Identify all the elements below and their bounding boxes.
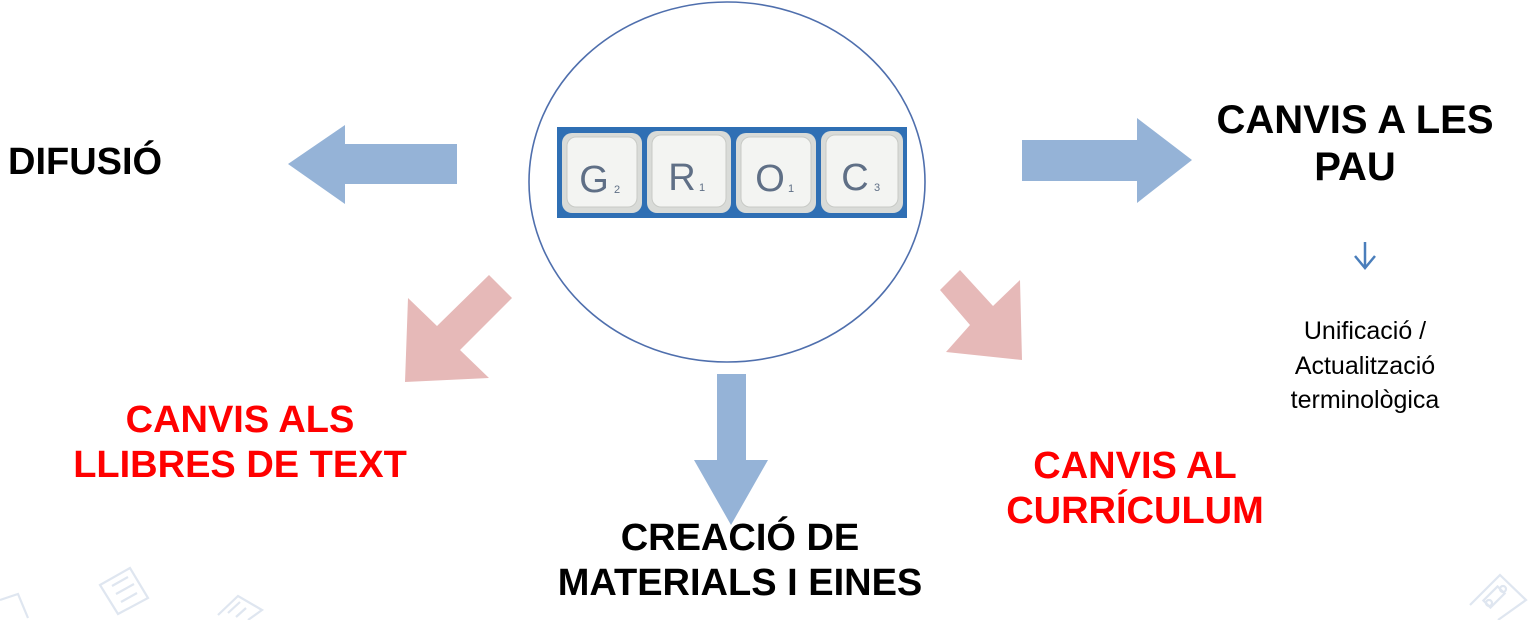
tile: [647, 131, 731, 213]
label-line: CANVIS ALS: [125, 399, 355, 441]
groc-tiles-image: G 2 R 1 O 1 C 3: [557, 127, 907, 218]
label-canvis-llibres: CANVIS ALS LLIBRES DE TEXT: [30, 398, 450, 488]
down-arrow-icon: [694, 374, 768, 525]
tile: [562, 133, 642, 213]
label-line: MATERIALS I EINES: [557, 561, 923, 604]
tile: [736, 133, 816, 213]
down-right-arrow-icon: [940, 270, 1022, 360]
left-arrow-icon: [288, 125, 457, 204]
label-creacio-materials: CREACIÓ DE MATERIALS I EINES: [520, 516, 960, 606]
tape-icon: [1469, 573, 1528, 620]
label-line: CREACIÓ DE: [620, 517, 860, 559]
label-line: DIFUSIÓ: [8, 141, 163, 183]
tile: [821, 131, 903, 213]
tile-subscript: 1: [699, 182, 705, 194]
tile-letter: O: [755, 158, 785, 200]
down-left-arrow-icon: [405, 275, 512, 382]
label-line: LLIBRES DE TEXT: [73, 443, 407, 486]
label-difusio: DIFUSIÓ: [8, 140, 218, 185]
right-arrow-icon: [1022, 118, 1192, 203]
label-line: Unificació /: [1303, 317, 1427, 345]
tile-subscript: 3: [874, 182, 880, 194]
label-line: CANVIS A LES: [1216, 98, 1494, 142]
label-line: CANVIS AL: [1033, 445, 1237, 487]
tile-subscript: 2: [614, 184, 620, 196]
small-down-arrow-icon: [1354, 242, 1376, 270]
tile-subscript: 1: [788, 183, 794, 195]
tile-letter: R: [668, 157, 695, 199]
label-line: Actualització: [1294, 351, 1436, 380]
book-icon: [217, 594, 265, 620]
label-line: CURRÍCULUM: [1006, 489, 1264, 532]
center-ellipse: [528, 1, 926, 363]
label-unificacio: Unificació / Actualització terminològica: [1230, 314, 1500, 418]
tile-letter: G: [579, 159, 609, 201]
label-canvis-curriculum: CANVIS AL CURRÍCULUM: [985, 444, 1285, 534]
paper-note-icon: [0, 566, 150, 619]
tile-letter: C: [841, 157, 868, 199]
label-canvis-pau: CANVIS A LES PAU: [1175, 97, 1535, 191]
label-line: terminològica: [1290, 386, 1440, 414]
label-line: PAU: [1314, 145, 1396, 190]
